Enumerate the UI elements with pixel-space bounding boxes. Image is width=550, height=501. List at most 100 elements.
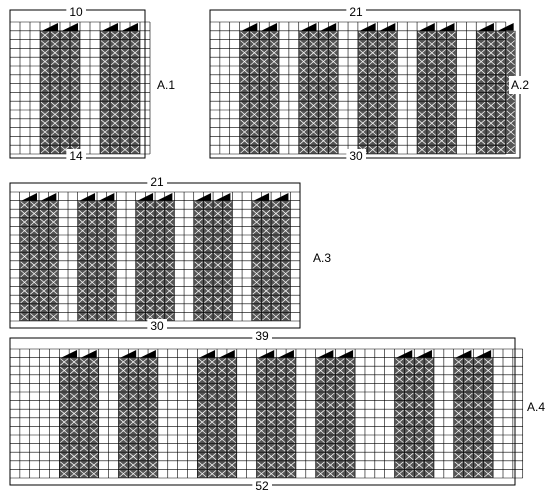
x-symbol: [165, 209, 174, 218]
x-symbol: [79, 358, 89, 366]
x-symbol: [107, 209, 116, 218]
x-symbol: [474, 366, 483, 375]
x-symbol: [107, 218, 116, 226]
x-symbol: [70, 49, 80, 57]
x-symbol: [286, 366, 296, 375]
x-symbol: [20, 227, 29, 235]
x-symbol: [260, 84, 269, 92]
x-symbol: [227, 366, 237, 375]
x-symbol: [89, 427, 98, 435]
x-symbol: [388, 101, 397, 110]
x-symbol: [415, 461, 424, 469]
x-symbol: [484, 384, 493, 392]
x-symbol: [39, 252, 48, 261]
x-symbol: [207, 392, 217, 400]
x-symbol: [267, 384, 276, 392]
x-symbol: [269, 145, 279, 154]
x-symbol: [40, 93, 50, 101]
x-symbol: [146, 209, 155, 218]
x-symbol: [336, 461, 345, 469]
x-symbol: [368, 93, 377, 101]
x-symbol: [464, 409, 473, 418]
x-symbol: [454, 392, 463, 400]
x-symbol: [100, 57, 110, 66]
x-symbol: [329, 119, 338, 127]
x-symbol: [309, 128, 318, 136]
x-symbol: [329, 75, 338, 83]
x-symbol: [138, 435, 148, 443]
x-symbol: [165, 244, 174, 252]
x-symbol: [100, 66, 110, 75]
chart-a4-grid: [9, 348, 524, 479]
x-symbol: [155, 295, 164, 304]
x-symbol: [260, 110, 269, 119]
x-symbol: [20, 295, 29, 304]
x-symbol: [378, 40, 387, 48]
x-symbol: [326, 444, 335, 452]
x-symbol: [213, 201, 222, 209]
x-symbol: [120, 84, 130, 92]
x-symbol: [50, 119, 60, 127]
chart-a1-grid: [9, 21, 151, 155]
x-symbol: [39, 278, 48, 286]
x-symbol: [496, 145, 506, 154]
x-symbol: [269, 119, 279, 127]
black-triangle-symbol: [455, 350, 472, 358]
x-symbol: [262, 287, 271, 295]
x-symbol: [130, 101, 140, 110]
x-symbol: [257, 444, 266, 452]
x-symbol: [395, 401, 404, 409]
x-symbol: [486, 137, 496, 145]
x-symbol: [286, 435, 296, 443]
x-symbol: [100, 93, 110, 101]
x-symbol: [368, 110, 377, 119]
black-triangle-symbol: [261, 23, 278, 31]
x-symbol: [130, 110, 140, 119]
x-symbol: [269, 101, 279, 110]
x-symbol: [223, 218, 232, 226]
x-symbol: [129, 409, 138, 418]
x-symbol: [319, 49, 328, 57]
x-symbol: [120, 40, 130, 48]
x-symbol: [130, 66, 140, 75]
x-symbol: [395, 375, 404, 383]
x-symbol: [148, 418, 158, 426]
chart-a2-grid: [209, 21, 516, 155]
x-symbol: [204, 270, 213, 278]
x-symbol: [260, 137, 269, 145]
x-symbol: [207, 384, 217, 392]
x-symbol: [316, 384, 325, 392]
x-symbol: [50, 75, 60, 83]
grid-lines: [209, 21, 507, 155]
x-symbol: [97, 270, 106, 278]
x-symbol: [260, 93, 269, 101]
x-symbol: [49, 295, 58, 304]
x-symbol: [120, 31, 130, 39]
x-symbol: [107, 261, 116, 269]
x-symbol: [40, 145, 50, 154]
x-symbol: [454, 452, 463, 461]
x-symbol: [417, 40, 427, 48]
x-symbol: [368, 101, 377, 110]
x-symbol: [39, 244, 48, 252]
x-symbol: [336, 366, 345, 375]
x-symbol: [476, 84, 486, 92]
x-symbol: [395, 366, 404, 375]
x-symbol: [119, 366, 128, 375]
x-symbol: [454, 366, 463, 375]
x-symbol: [130, 119, 140, 127]
x-symbol: [474, 470, 483, 478]
x-symbol: [223, 227, 232, 235]
x-symbol: [271, 295, 280, 304]
x-symbol: [165, 227, 174, 235]
x-symbol: [69, 452, 79, 461]
x-symbol: [49, 209, 58, 218]
x-symbol: [474, 427, 483, 435]
x-symbol: [240, 31, 249, 39]
x-symbol: [100, 75, 110, 83]
x-symbol: [464, 418, 473, 426]
x-symbol: [316, 461, 325, 469]
x-symbol: [119, 444, 128, 452]
x-symbol: [484, 375, 493, 383]
x-symbol: [240, 66, 249, 75]
